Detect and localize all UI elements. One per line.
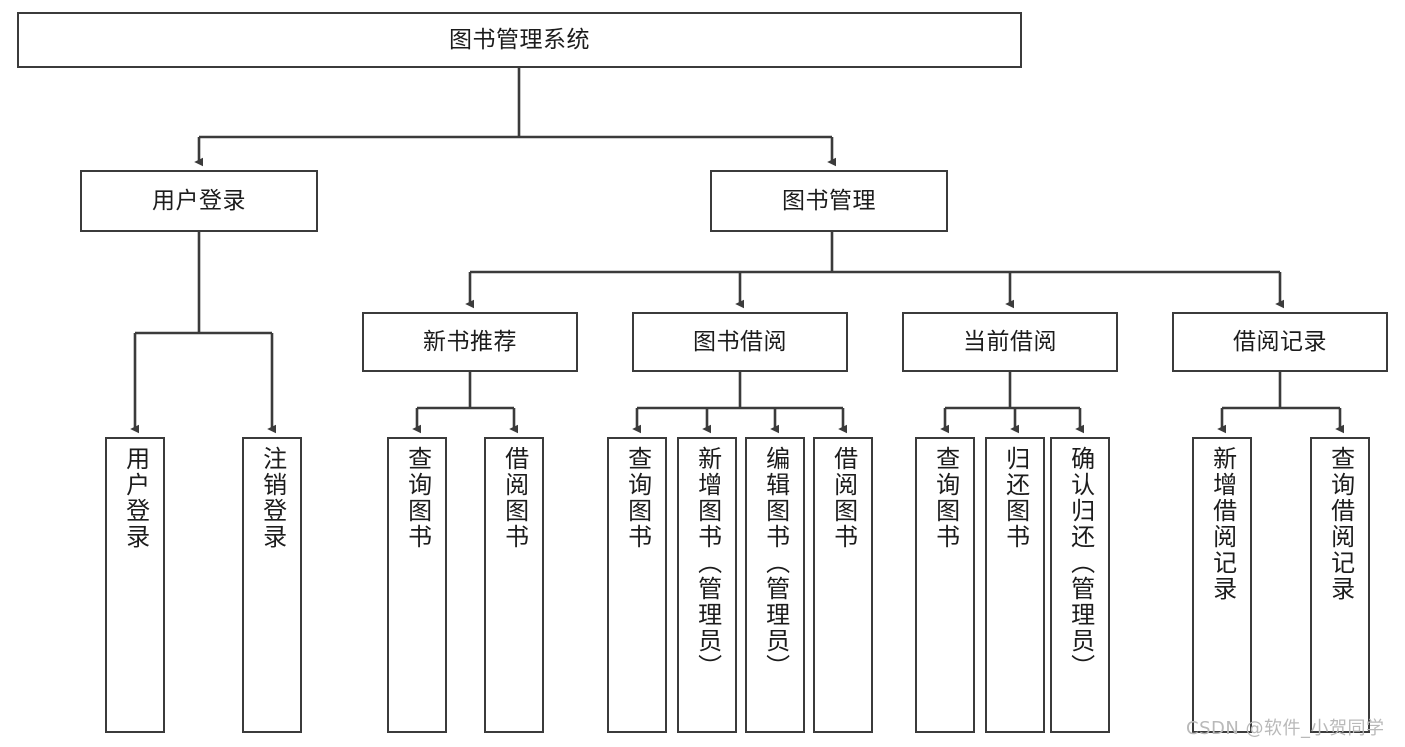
node-label: 图书管理系统 [449, 26, 590, 53]
node-label: 用户登录 [152, 187, 246, 214]
node-label: 查询图书 [403, 446, 432, 550]
leaf-book-borrow-query[interactable]: 查询图书 [607, 437, 667, 733]
leaf-current-borrow-return[interactable]: 归还图书 [985, 437, 1045, 733]
leaf-book-borrow-edit[interactable]: 编辑图书（管理员） [745, 437, 805, 733]
node-label: 借阅图书 [500, 446, 529, 550]
node-current-borrow[interactable]: 当前借阅 [902, 312, 1118, 372]
leaf-current-borrow-query[interactable]: 查询图书 [915, 437, 975, 733]
node-label: 注销登录 [258, 446, 287, 550]
node-label: 新增借阅记录 [1208, 446, 1237, 602]
node-label: 确认归还（管理员） [1066, 446, 1095, 680]
node-label: 编辑图书（管理员） [761, 446, 790, 680]
node-label: 归还图书 [1001, 446, 1030, 550]
node-label: 新增图书（管理员） [693, 446, 722, 680]
node-user-login[interactable]: 用户登录 [80, 170, 318, 232]
node-borrow-record[interactable]: 借阅记录 [1172, 312, 1388, 372]
leaf-user-login-logout[interactable]: 注销登录 [242, 437, 302, 733]
node-label: 借阅图书 [829, 446, 858, 550]
node-book-borrow[interactable]: 图书借阅 [632, 312, 848, 372]
leaf-book-borrow-add[interactable]: 新增图书（管理员） [677, 437, 737, 733]
node-label: 借阅记录 [1233, 328, 1327, 355]
leaf-borrow-record-query[interactable]: 查询借阅记录 [1310, 437, 1370, 733]
leaf-new-book-borrow[interactable]: 借阅图书 [484, 437, 544, 733]
leaf-current-borrow-confirm[interactable]: 确认归还（管理员） [1050, 437, 1110, 733]
node-root-system[interactable]: 图书管理系统 [17, 12, 1022, 68]
node-label: 当前借阅 [963, 328, 1057, 355]
leaf-new-book-query[interactable]: 查询图书 [387, 437, 447, 733]
node-new-book-recommend[interactable]: 新书推荐 [362, 312, 578, 372]
node-label: 用户登录 [121, 446, 150, 550]
node-label: 图书借阅 [693, 328, 787, 355]
node-label: 查询图书 [623, 446, 652, 550]
leaf-book-borrow-borrow[interactable]: 借阅图书 [813, 437, 873, 733]
node-label: 图书管理 [782, 187, 876, 214]
csdn-watermark: CSDN @软件_小贺同学 [1186, 718, 1385, 739]
node-label: 新书推荐 [423, 328, 517, 355]
node-label: 查询借阅记录 [1326, 446, 1355, 602]
leaf-borrow-record-add[interactable]: 新增借阅记录 [1192, 437, 1252, 733]
node-label: 查询图书 [931, 446, 960, 550]
leaf-user-login-login[interactable]: 用户登录 [105, 437, 165, 733]
node-book-management[interactable]: 图书管理 [710, 170, 948, 232]
